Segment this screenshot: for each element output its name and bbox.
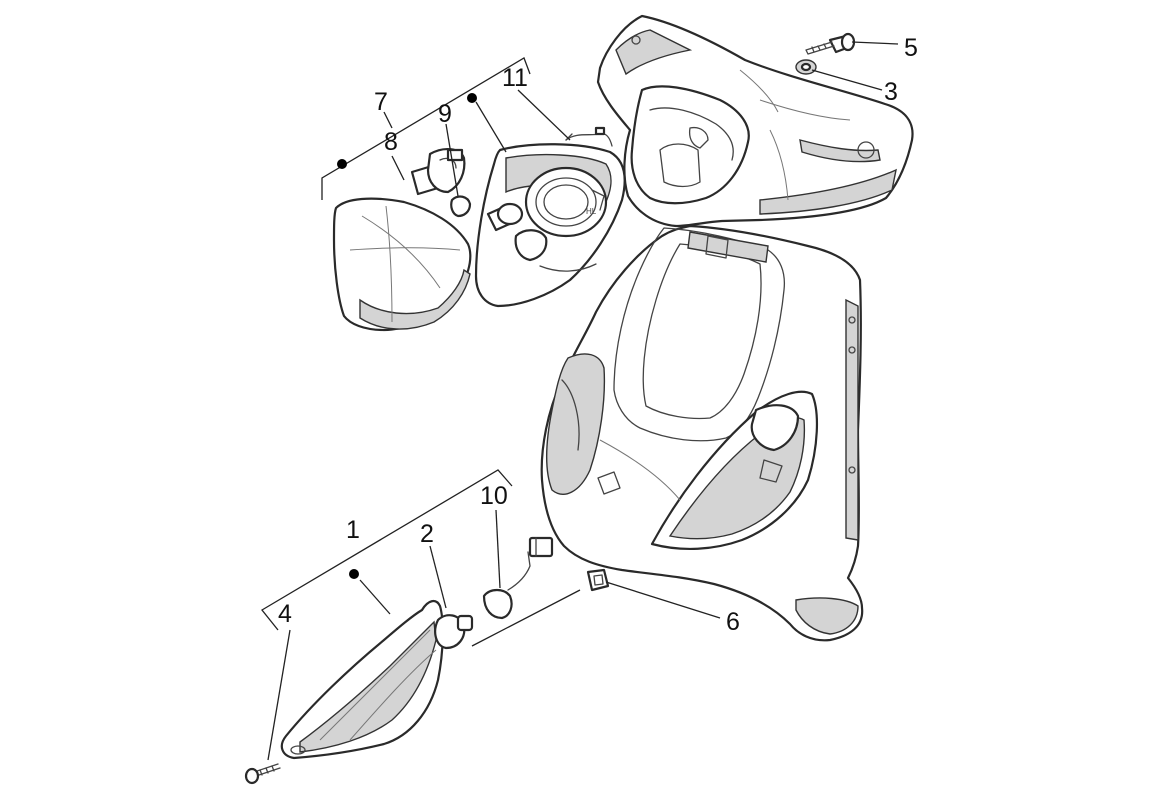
leader-lines	[267, 41, 899, 761]
headlamp-lens	[332, 197, 472, 332]
callout-9: 9	[438, 100, 452, 128]
washer	[795, 59, 817, 75]
clip-nut	[586, 568, 610, 592]
screw-top	[805, 32, 856, 55]
indicator-bulb-socket	[482, 536, 554, 620]
group-bracket-headlamp	[321, 57, 531, 200]
indicator-bulb	[434, 614, 474, 650]
marker-dot-housing	[467, 93, 477, 103]
headlamp-small-bulb	[450, 195, 472, 218]
front-leg-shield	[540, 224, 864, 642]
headlamp-housing: HL	[474, 143, 626, 308]
svg-text:HL: HL	[586, 207, 597, 216]
group-bracket-indicator	[261, 469, 513, 631]
callout-2: 2	[420, 520, 434, 548]
callout-3: 3	[884, 78, 898, 106]
callout-4: 4	[278, 600, 292, 628]
handlebar-cover	[596, 14, 914, 228]
callout-1: 1	[346, 516, 360, 544]
callout-8: 8	[384, 128, 398, 156]
headlamp-wiring	[565, 126, 613, 147]
callout-11: 11	[502, 64, 528, 92]
turn-indicator-lens	[280, 600, 444, 760]
marker-dot-lens	[337, 159, 347, 169]
callout-7: 7	[374, 88, 388, 116]
callout-10: 10	[480, 482, 508, 510]
callout-5: 5	[904, 34, 918, 62]
callout-6: 6	[726, 608, 740, 636]
screw-bottom	[244, 763, 281, 785]
marker-dot-indicator	[349, 569, 359, 579]
